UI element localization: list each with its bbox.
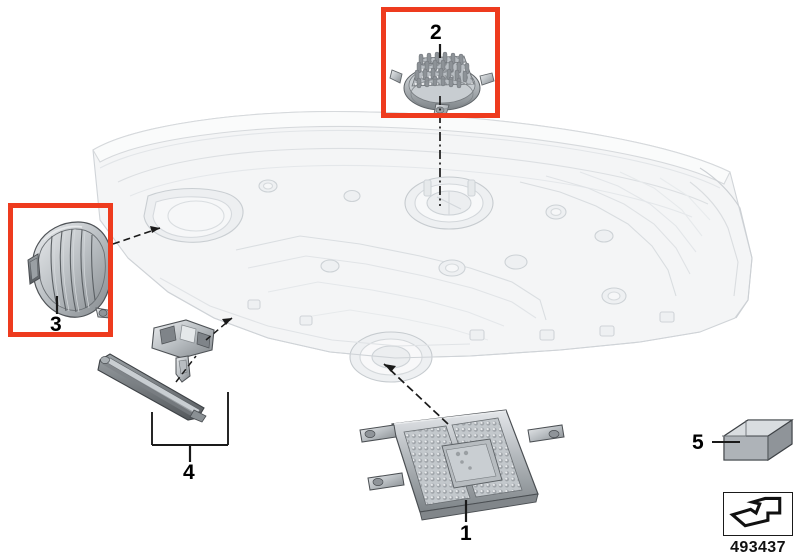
callout-number-5: 5 (692, 431, 704, 454)
part-1-control-module (359, 409, 565, 521)
part-4-trim-strip (97, 353, 207, 423)
orientation-icon-box (723, 492, 793, 536)
leader-item-1-to-housing (383, 363, 449, 425)
callout-number-3: 3 (50, 313, 62, 336)
part-5-package-box (722, 418, 794, 462)
highlight-box-item-3 (8, 203, 113, 337)
callout-number-4: 4 (183, 461, 195, 484)
highlight-box-item-2 (381, 7, 500, 118)
drawing-number: 493437 (730, 539, 786, 556)
leader-item-3-to-housing (112, 227, 161, 245)
bent-arrow-icon (729, 496, 782, 528)
part-4-bracket-clip (151, 319, 215, 383)
callout-number-2: 2 (430, 21, 442, 44)
headlight-housing (92, 110, 753, 383)
callout-number-1: 1 (460, 522, 472, 545)
